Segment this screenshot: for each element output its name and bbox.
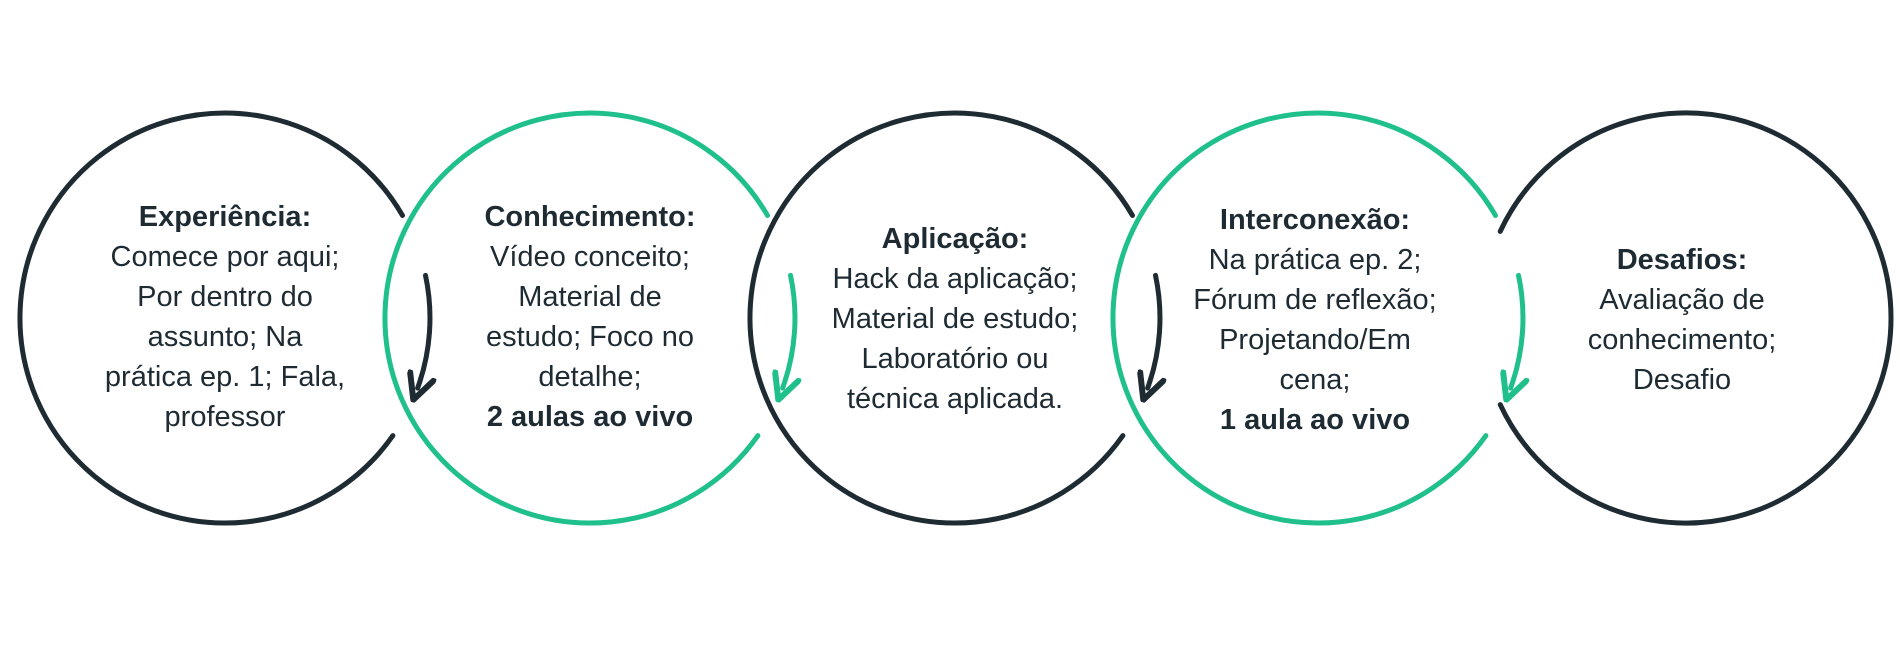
ring-arrow-3 (1148, 272, 1160, 388)
stage-conhecimento: Conhecimento: Vídeo conceito; Material d… (440, 197, 740, 437)
stage-line: estudo; Foco no (486, 321, 694, 353)
stage-line: Avaliação de (1599, 284, 1765, 316)
stage-title: Desafios: (1616, 244, 1748, 276)
stage-line: Hack da aplicação; (832, 263, 1078, 295)
ring-1 (17, 110, 405, 526)
stage-line: Fórum de reflexão; (1193, 284, 1437, 316)
stage-line: técnica aplicada. (846, 383, 1064, 415)
stage-title: Aplicação: (881, 223, 1029, 255)
stage-line: Material de (518, 281, 662, 313)
stage-line: Na prática ep. 2; (1208, 244, 1422, 276)
stage-line: cena; (1279, 364, 1351, 396)
stage-interconexao: Interconexão: Na prática ep. 2; Fórum de… (1165, 200, 1465, 440)
stage-line: assunto; Na (147, 321, 303, 353)
stage-line: Laboratório ou (861, 343, 1049, 375)
stage-line: Por dentro do (137, 281, 313, 313)
ring-arrow-4 (1511, 272, 1523, 388)
ring-2 (382, 110, 770, 526)
stage-experiencia: Experiência: Comece por aqui; Por dentro… (75, 197, 375, 437)
ring-arrow-2 (783, 272, 795, 388)
stage-line: Comece por aqui; (110, 241, 340, 273)
stage-line: Desafio (1632, 364, 1732, 396)
stage-line: professor (164, 401, 286, 433)
stage-desafios: Desafios: Avaliação de conhecimento; Des… (1532, 240, 1832, 400)
stage-aplicacao: Aplicação: Hack da aplicação; Material d… (800, 219, 1110, 419)
stage-title: Interconexão: (1219, 204, 1411, 236)
stage-line: Projetando/Em (1219, 324, 1411, 356)
stage-line: conhecimento; (1587, 324, 1777, 356)
stage-title: Experiência: (138, 201, 312, 233)
live-classes-label: 2 aulas ao vivo (486, 401, 694, 433)
ring-arrow-1 (418, 272, 430, 388)
ring-3 (747, 110, 1135, 526)
stage-title: Conhecimento: (484, 201, 696, 233)
stage-line: Vídeo conceito; (490, 241, 690, 273)
stage-line: Material de estudo; (831, 303, 1079, 335)
stage-line: prática ep. 1; Fala, (104, 361, 346, 393)
ring-5 (1497, 110, 1894, 526)
stage-line: detalhe; (538, 361, 642, 393)
live-classes-label: 1 aula ao vivo (1219, 404, 1411, 436)
ring-4 (1110, 110, 1498, 526)
